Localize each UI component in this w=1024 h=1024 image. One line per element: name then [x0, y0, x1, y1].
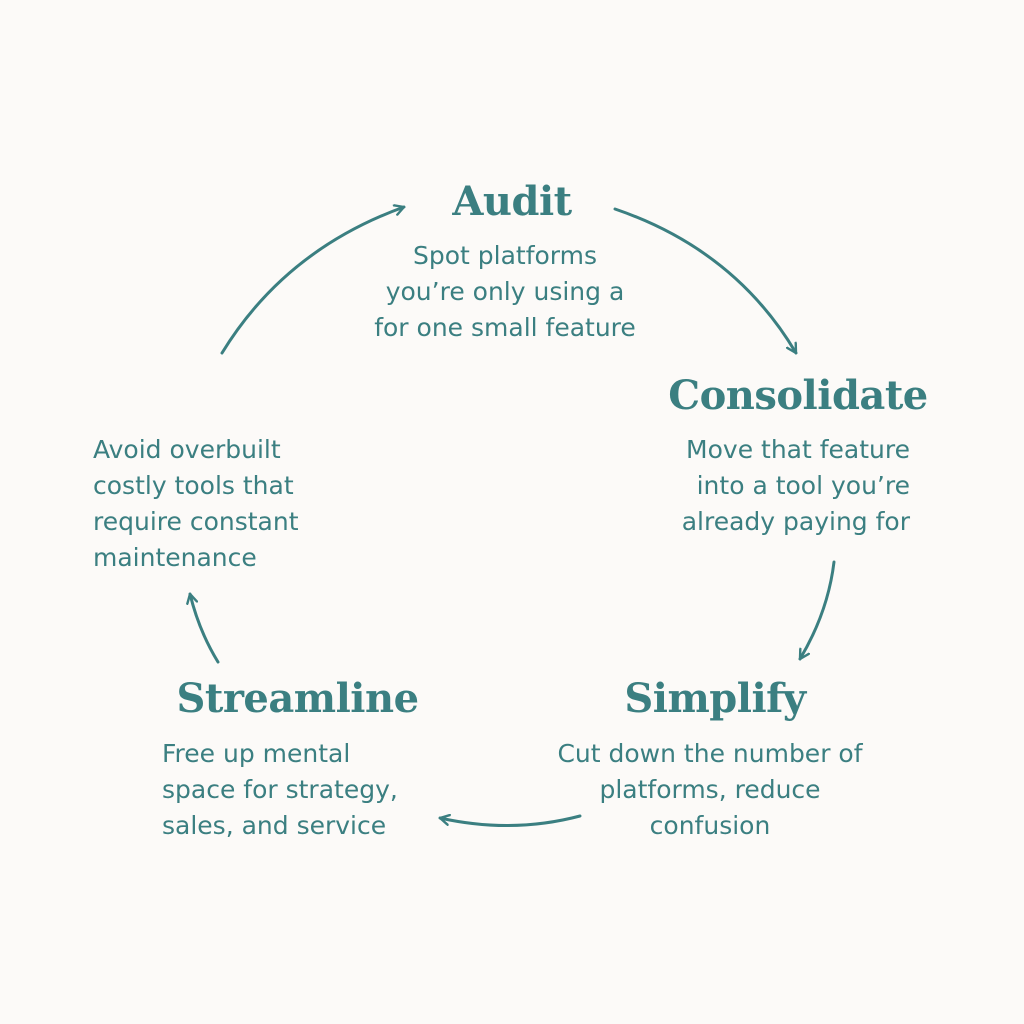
streamline-description-line: Free up mental [162, 739, 351, 768]
audit-description-line: Spot platforms [412, 241, 598, 270]
simplify-description-line: confusion [649, 811, 771, 840]
avoid-description-line: require constant [93, 507, 299, 536]
consolidate-description-line: already paying for [681, 507, 910, 536]
simplify-description-line: platforms, reduce [599, 775, 821, 804]
arrow-streamline-to-avoid [190, 592, 220, 664]
simplify-description-line: Cut down the number of [557, 739, 863, 768]
avoid-description-line: Avoid overbuilt [93, 435, 281, 464]
streamline-description: Free up mental space for strategy, sales… [162, 736, 442, 844]
audit-description-line: for one small feature [374, 313, 636, 342]
consolidate-description: Move that feature into a tool you’re alr… [640, 432, 910, 540]
arrow-consolidate-to-simplify [798, 560, 836, 661]
simplify-title: Simplify [624, 675, 806, 722]
arrow-simplify-to-streamline [438, 816, 582, 827]
streamline-title: Streamline [176, 675, 419, 722]
consolidate-description-line: into a tool you’re [696, 471, 910, 500]
audit-description-line: you’re only using a [385, 277, 625, 306]
streamline-description-line: sales, and service [162, 811, 387, 840]
audit-title: Audit [452, 178, 572, 225]
streamline-description-line: space for strategy, [162, 775, 398, 804]
arrow-audit-to-consolidate [613, 207, 798, 355]
audit-description: Spot platforms you’re only using a for o… [355, 238, 655, 346]
arrow-avoid-to-audit [220, 207, 406, 355]
avoid-description-line: maintenance [93, 543, 257, 572]
avoid-description: Avoid overbuilt costly tools that requir… [93, 432, 353, 576]
simplify-description: Cut down the number of platforms, reduce… [530, 736, 890, 844]
consolidate-title: Consolidate [668, 372, 928, 419]
avoid-description-line: costly tools that [93, 471, 294, 500]
consolidate-description-line: Move that feature [686, 435, 910, 464]
